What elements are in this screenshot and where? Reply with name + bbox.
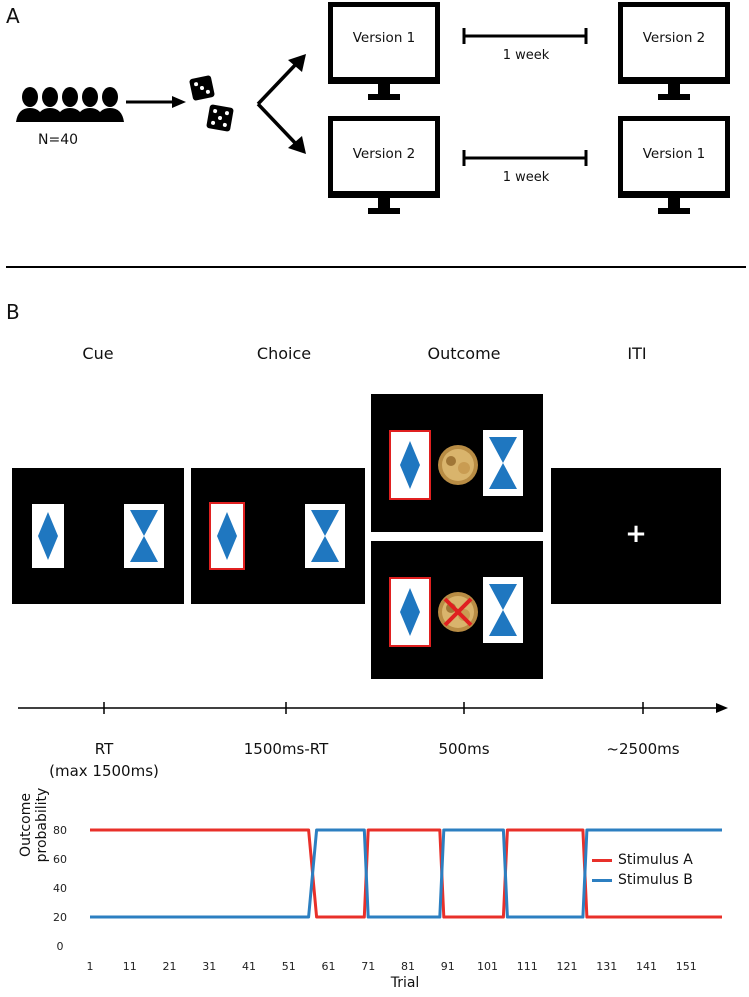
- stimulus-card-hourglass: [483, 430, 523, 496]
- monitor-text-bottom-right: Version 1: [642, 146, 706, 162]
- hourglass-icon: [311, 510, 339, 562]
- participants-label: N=40: [37, 132, 79, 148]
- timing-rt: RT: [94, 740, 114, 758]
- legend-label-a: Stimulus A: [618, 852, 693, 868]
- x-tick-label: 71: [361, 960, 375, 973]
- x-tick-label: 121: [556, 960, 577, 973]
- legend-swatch-b: [592, 878, 612, 882]
- x-tick-label: 131: [596, 960, 617, 973]
- x-tick-label: 11: [123, 960, 137, 973]
- y-tick-label: 20: [53, 911, 67, 924]
- panel-a-letter: A: [6, 4, 20, 28]
- dice-icon: [189, 75, 234, 132]
- timeline-axis: [18, 702, 728, 714]
- chart-xlabel: Trial: [390, 975, 420, 991]
- diamond-icon: [217, 512, 237, 560]
- phase-label-iti: ITI: [627, 344, 647, 363]
- interval-label-bottom: 1 week: [502, 170, 550, 185]
- phase-label-cue: Cue: [82, 344, 114, 363]
- y-tick-label: 60: [53, 853, 67, 866]
- coin-crossed-icon: [438, 592, 478, 632]
- diamond-icon: [400, 441, 420, 489]
- interval-label-top: 1 week: [502, 48, 550, 63]
- stimulus-card-diamond-selected: [389, 430, 431, 500]
- interval-bar-top: [462, 28, 588, 44]
- y-tick-label: 80: [53, 824, 67, 837]
- diamond-icon: [400, 588, 420, 636]
- monitor-text-top-left: Version 1: [352, 30, 416, 46]
- fixation-cross: +: [625, 519, 647, 549]
- x-tick-label: 91: [441, 960, 455, 973]
- series-line-stimulus-b: [90, 828, 722, 919]
- timing-outcome: 500ms: [438, 740, 490, 758]
- monitor-icon: [328, 2, 440, 100]
- x-tick-label: 1: [87, 960, 94, 973]
- x-tick-label: 81: [401, 960, 415, 973]
- iti-screen: +: [551, 468, 721, 604]
- timing-iti: ~2500ms: [606, 740, 680, 758]
- timing-rt-max: (max 1500ms): [49, 762, 159, 780]
- branch-arrows-icon: [256, 54, 306, 154]
- x-tick-label: 61: [321, 960, 335, 973]
- panel-divider: [6, 266, 746, 268]
- y-tick-label: 40: [53, 882, 67, 895]
- x-tick-label: 31: [202, 960, 216, 973]
- monitor-icon: [618, 116, 730, 214]
- stimulus-card-hourglass: [124, 504, 164, 568]
- arrow-right-icon: [126, 96, 186, 108]
- stimulus-card-diamond-selected: [209, 502, 245, 570]
- people-icon: [16, 87, 124, 122]
- monitor-text-top-right: Version 2: [642, 30, 706, 46]
- x-tick-label: 51: [282, 960, 296, 973]
- diamond-icon: [38, 512, 58, 560]
- x-tick-label: 41: [242, 960, 256, 973]
- monitor-icon: [618, 2, 730, 100]
- x-tick-label: 141: [636, 960, 657, 973]
- outcome-screen-loss: [371, 541, 543, 679]
- stimulus-card-diamond-selected: [389, 577, 431, 647]
- legend-item-stimulus-a: Stimulus A: [592, 850, 693, 870]
- x-tick-label: 101: [477, 960, 498, 973]
- cue-screen: [12, 468, 184, 604]
- monitor-text-bottom-left: Version 2: [352, 146, 416, 162]
- legend-label-b: Stimulus B: [618, 872, 693, 888]
- timing-choice: 1500ms-RT: [243, 740, 329, 758]
- interval-bar-bottom: [462, 150, 588, 166]
- monitor-icon: [328, 116, 440, 214]
- choice-screen: [191, 468, 365, 604]
- hourglass-icon: [130, 510, 158, 562]
- y-tick-label: 0: [57, 940, 64, 953]
- x-tick-label: 21: [162, 960, 176, 973]
- x-tick-label: 151: [676, 960, 697, 973]
- hourglass-icon: [489, 437, 517, 489]
- legend-item-stimulus-b: Stimulus B: [592, 870, 693, 890]
- hourglass-icon: [489, 584, 517, 636]
- panel-b-letter: B: [6, 300, 20, 324]
- phase-label-choice: Choice: [256, 344, 312, 363]
- outcome-screen-win: [371, 394, 543, 532]
- x-tick-label: 111: [517, 960, 538, 973]
- chart-legend: Stimulus A Stimulus B: [592, 850, 693, 890]
- stimulus-card-hourglass: [483, 577, 523, 643]
- phase-label-outcome: Outcome: [427, 344, 501, 363]
- stimulus-card-diamond: [32, 504, 64, 568]
- legend-swatch-a: [592, 858, 612, 862]
- stimulus-card-hourglass: [305, 504, 345, 568]
- coin-icon: [438, 445, 478, 485]
